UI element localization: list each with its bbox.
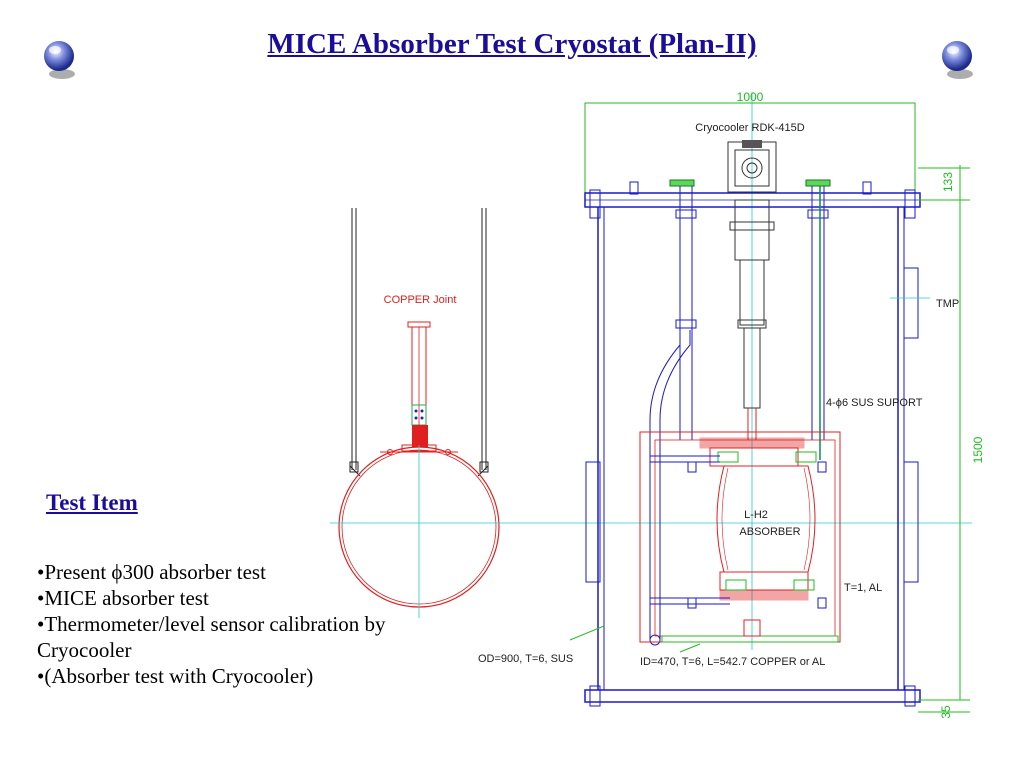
copper-joint-label: COPPER Joint	[384, 294, 457, 306]
dim-bottom-label: 35	[939, 705, 953, 719]
slide-title: MICE Absorber Test Cryostat (Plan-II)	[267, 28, 757, 60]
cryostat-assembly: 1000 Cryocooler RDK-415D	[478, 90, 985, 719]
al-label: T=1, AL	[844, 582, 882, 594]
lh2-label: L-H2	[744, 509, 768, 521]
dim-width-label: 1000	[737, 90, 764, 104]
dim-top-label: 133	[941, 172, 955, 192]
tmp-label: TMP	[936, 298, 959, 310]
od-label: OD=900, T=6, SUS	[478, 653, 573, 665]
test-item-heading: Test Item	[46, 490, 138, 515]
id-label: ID=470, T=6, L=542.7 COPPER or AL	[640, 656, 825, 668]
support-label: 4-ϕ6 SUS SUPORT	[826, 397, 923, 409]
bullet-item: •Thermometer/level sensor calibration by…	[37, 612, 386, 662]
blue-orb-icon	[942, 41, 973, 79]
cryocooler-label: Cryocooler RDK-415D	[695, 122, 804, 134]
absorber-label: ABSORBER	[739, 526, 800, 538]
bullet-item: •Present ϕ300 absorber test	[37, 560, 266, 584]
bullet-item: •MICE absorber test	[37, 586, 209, 610]
bullet-list: •Present ϕ300 absorber test •MICE absorb…	[37, 559, 397, 689]
bullet-item: •(Absorber test with Cryocooler)	[37, 664, 314, 688]
blue-orb-icon	[44, 41, 75, 79]
dim-height-label: 1500	[971, 436, 985, 463]
